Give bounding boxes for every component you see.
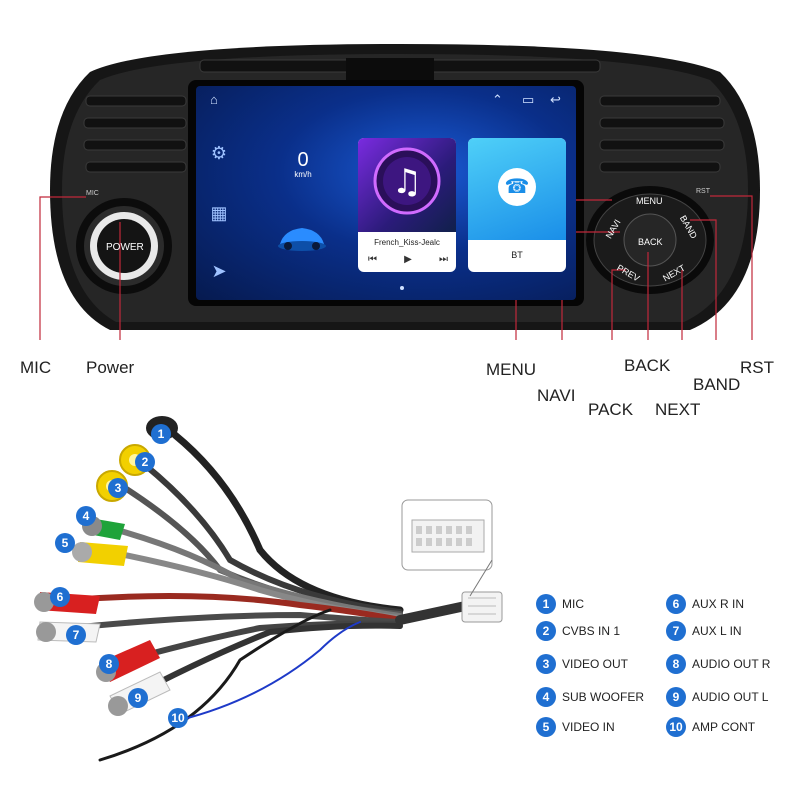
harness-badge-1: 1 [151,424,177,444]
callout-pack: PACK [588,400,634,419]
wiring-harness [34,416,503,762]
callout-power: Power [86,358,135,377]
callout-menu: MENU [486,360,537,379]
harness-badge-3: 3 [108,478,134,498]
rst-mark: RST [696,188,710,195]
callout-back: BACK [624,356,671,375]
harness-badge-5: 5 [55,533,81,553]
speed-unit: km/h [294,170,312,179]
music-track-title: French_Kiss-Jealc [374,238,440,247]
previous-track-icon[interactable]: ⏮ [368,254,377,265]
callout-next: NEXT [655,400,701,419]
home-icon[interactable]: ⌂ [210,92,218,107]
callout-rst: RST [740,358,774,377]
power-knob[interactable]: POWER [106,242,144,253]
bt-card[interactable]: ☎ BT [468,138,566,272]
play-icon[interactable]: ▶ [404,254,412,265]
music-card[interactable]: ♫ French_Kiss-Jealc ⏮ ▶ ⏭ [358,138,456,272]
harness-badge-8: 8 [99,654,125,674]
apps-icon[interactable]: ▦ [210,203,228,223]
next-track-icon[interactable]: ⏭ [438,254,448,265]
window-icon[interactable]: ▭ [522,92,535,107]
bt-label: BT [511,250,523,260]
callout-mic: MIC [20,358,52,377]
harness-badge-9: 9 [128,688,154,708]
speedometer: 0 km/h [286,150,320,179]
harness-badge-10: 10 [168,708,194,728]
svg-text:♫: ♫ [392,162,422,202]
bluetooth-phone-icon: ☎ [498,168,536,206]
harness-badge-7: 7 [66,625,92,645]
return-icon[interactable]: ↩ [550,92,561,107]
settings-icon[interactable]: ⚙ [210,143,228,163]
harness-badge-4: 4 [76,506,102,526]
mic-mark: MIC [86,190,99,197]
car-icon [278,228,326,251]
navigation-icon[interactable]: ➤ [211,261,227,281]
speed-value: 0 [297,149,309,171]
harness-badge-2: 2 [135,452,161,472]
back-button[interactable]: BACK [638,237,663,247]
callout-band: BAND [693,375,741,394]
expand-icon[interactable]: ⌃ [492,92,503,107]
display-screen: ⌂ ⌃ ▭ ↩ ⚙ ▦ ➤ 0 km/h ♫ French_Kiss-Jealc [196,86,576,300]
harness-badge-6: 6 [50,587,76,607]
page-indicator [400,286,404,290]
music-note-icon: ♫ [373,147,441,215]
callout-navi: NAVI [537,386,576,405]
menu-button[interactable]: MENU [636,196,663,206]
